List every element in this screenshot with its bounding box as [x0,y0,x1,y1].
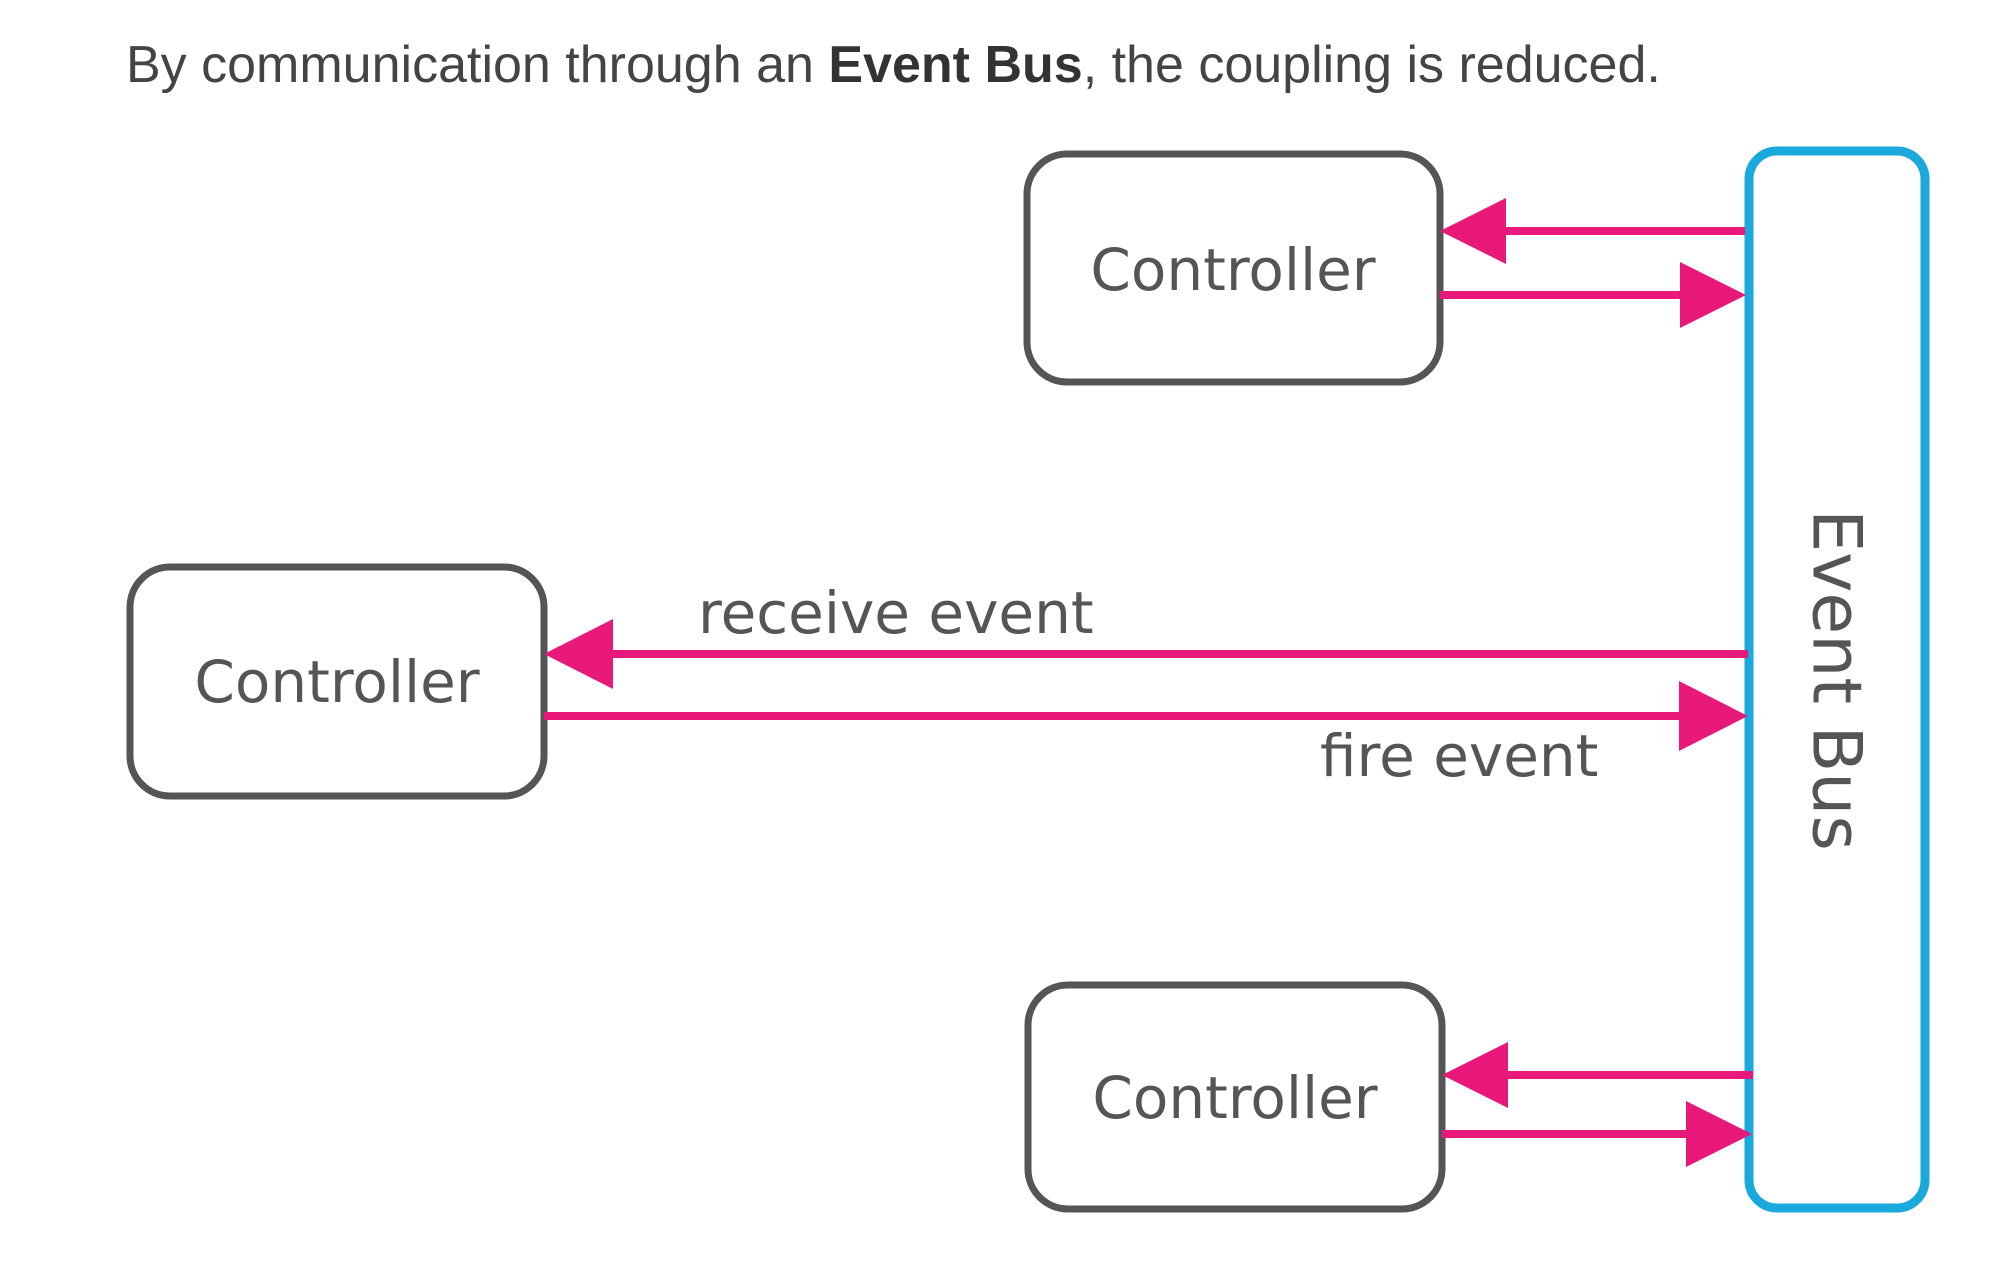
caption: By communication through an Event Bus, t… [126,30,1661,100]
controller-bottom: Controller [1024,981,1446,1213]
arrow-bus-to-bottom-controller [1442,1042,1753,1108]
arrow-bus-to-top-controller [1440,198,1745,264]
caption-text-before: By communication through an [126,36,829,94]
controller-middle-label: Controller [194,648,479,716]
controller-top-label: Controller [1090,236,1375,304]
event-bus-label: Event Bus [1797,509,1876,851]
controller-top-box [1023,150,1444,386]
controller-middle: Controller [126,563,548,800]
caption-bold-term: Event Bus [828,36,1083,94]
arrow-bottom-controller-to-bus [1442,1101,1752,1167]
fire-event-label: fire event [1320,722,1598,790]
arrow-receive-event [544,619,1748,689]
arrow-fire-event [544,681,1748,751]
receive-event-label: receive event [698,579,1094,647]
controller-bottom-box [1024,981,1446,1213]
controller-top: Controller [1023,150,1444,386]
event-bus-box [1744,146,1930,1213]
controller-middle-box [126,563,548,800]
controller-bottom-label: Controller [1092,1064,1377,1132]
arrow-top-controller-to-bus [1440,262,1746,328]
event-bus-node: Event Bus [1744,146,1930,1213]
caption-text-after: , the coupling is reduced. [1082,36,1661,94]
